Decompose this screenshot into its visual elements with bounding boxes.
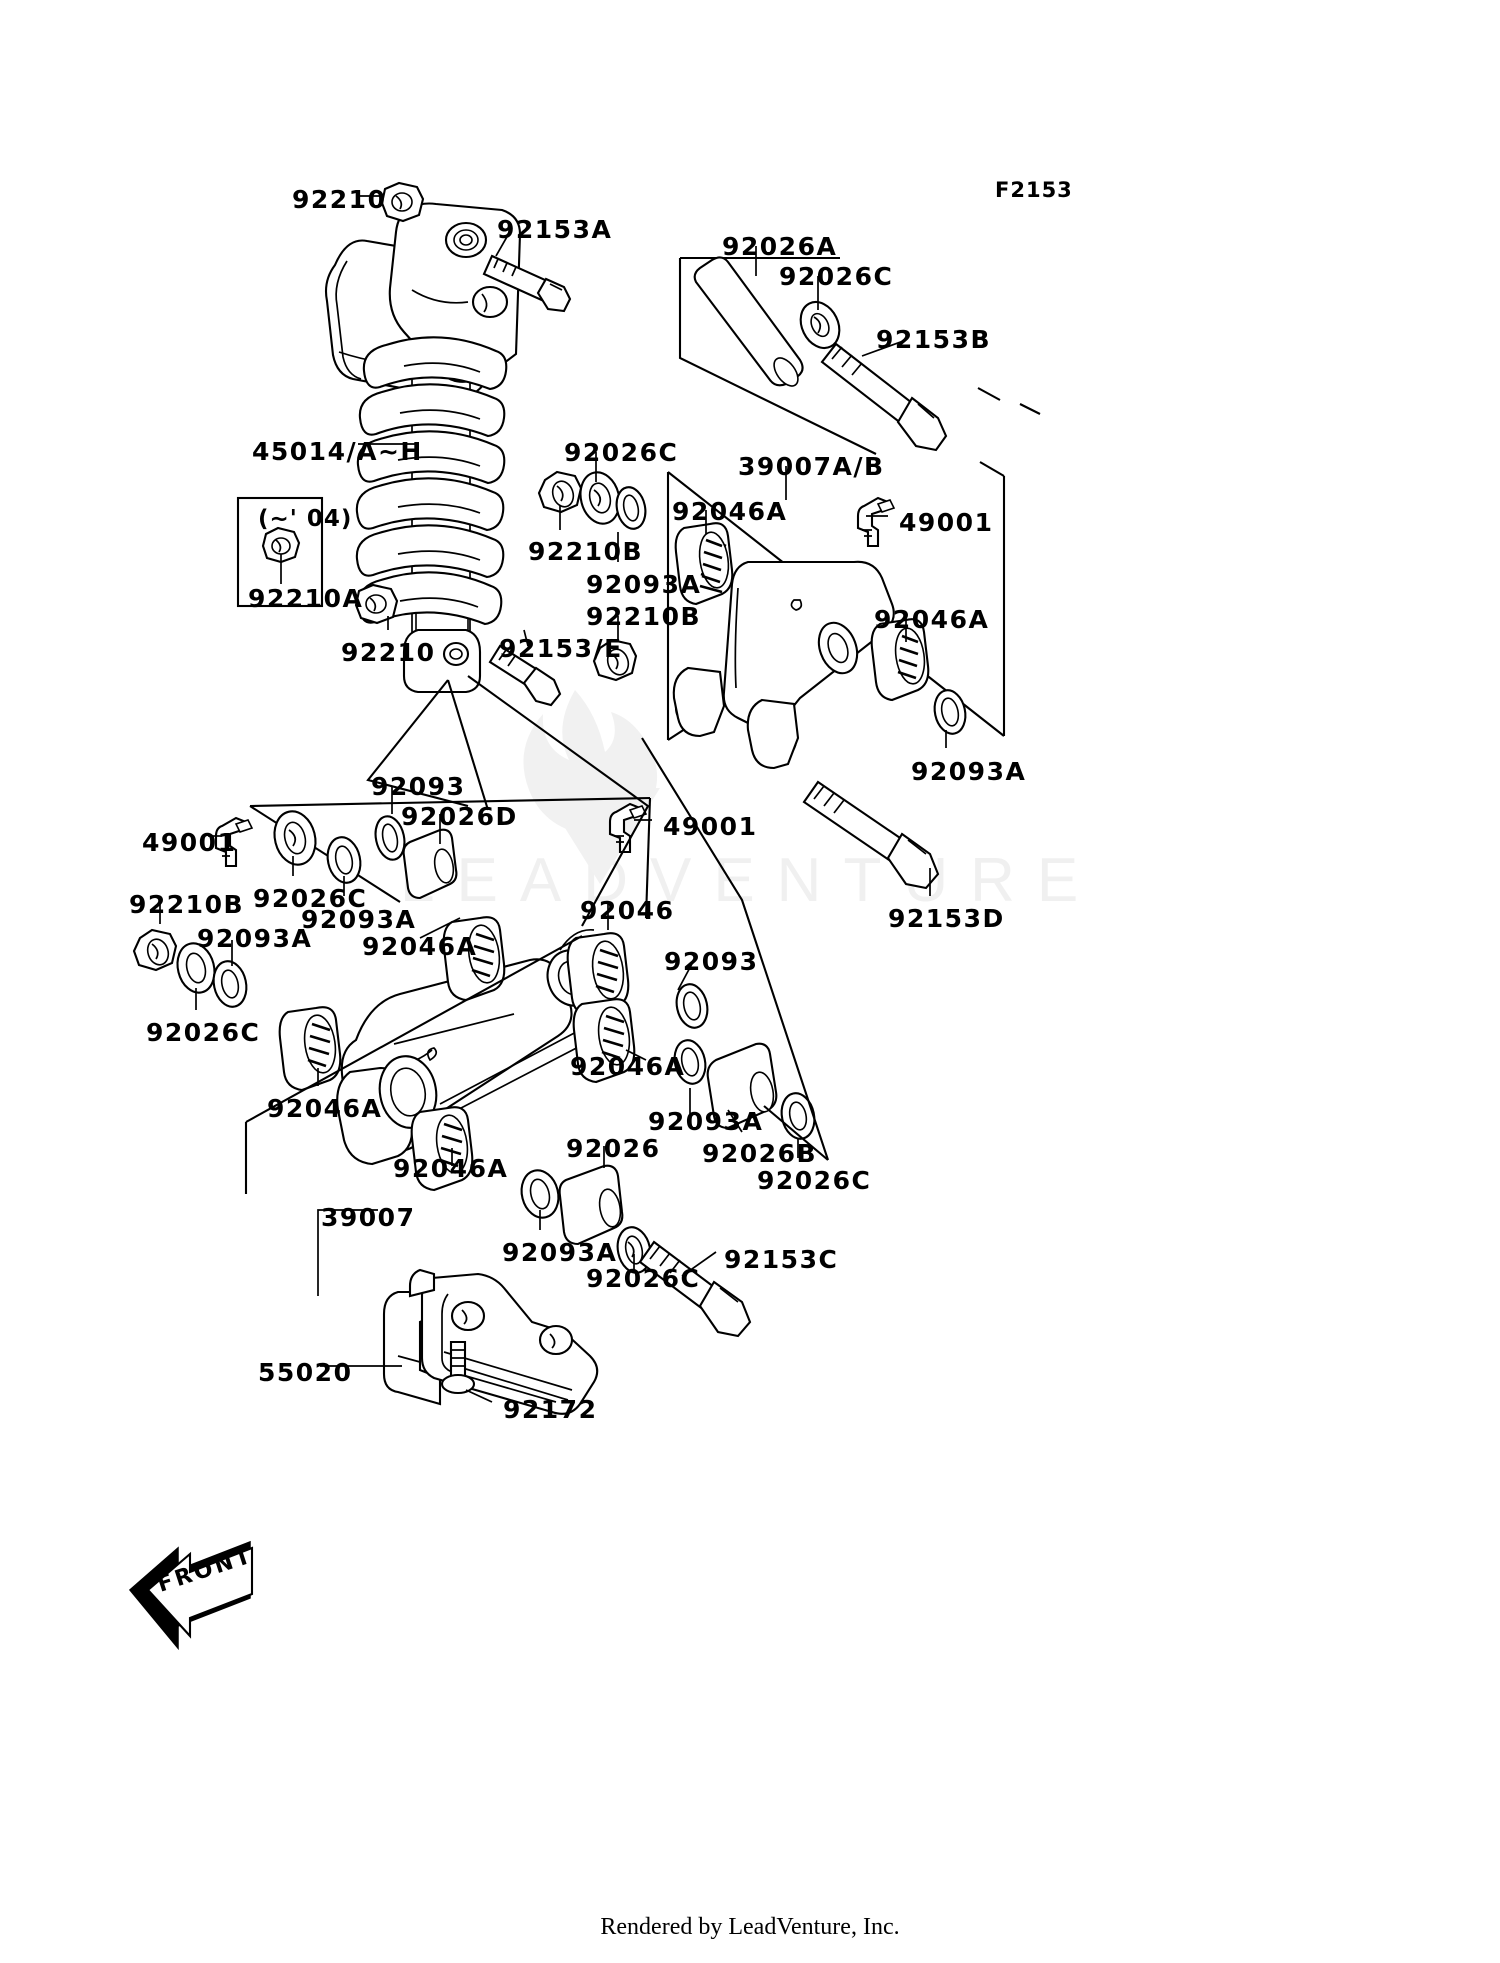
part-92026D-collar	[402, 828, 458, 900]
note-box-label: (~' 04)	[258, 506, 353, 532]
part-number-label-92172[interactable]: 92172	[503, 1395, 598, 1424]
part-92026-collar-bot	[558, 1164, 624, 1246]
part-92153C-bolt	[638, 1240, 752, 1338]
part-number-label-39007[interactable]: 39007	[321, 1203, 416, 1232]
part-92026C-washer-mid	[579, 471, 621, 525]
part-92153E-bolt	[488, 644, 562, 707]
part-number-label-92026C[interactable]: 92026C	[586, 1264, 701, 1293]
part-92172-screw	[440, 1340, 476, 1395]
group-bracket-top-right	[678, 258, 877, 455]
part-number-label-92046[interactable]: 92046	[580, 896, 675, 925]
watermark-leadventure: LEADVENTURE	[400, 846, 1101, 915]
part-number-label-45014-A-H[interactable]: 45014/A~H	[252, 437, 423, 466]
part-number-label-92026D[interactable]: 92026D	[401, 802, 518, 831]
part-92153D-bolt	[802, 780, 940, 890]
part-92093A-seal-ll	[326, 836, 362, 884]
part-number-label-49001[interactable]: 49001	[899, 508, 994, 537]
part-92046-bearing-r	[566, 932, 630, 1018]
part-92093A-seal-ll2	[176, 942, 216, 994]
part-92093A-seal-mid	[615, 486, 647, 530]
part-92046A-bearing-lrk	[442, 916, 506, 1002]
footer-credit: Rendered by LeadVenture, Inc.	[600, 1914, 900, 1940]
part-92210B-nut-ll	[132, 928, 178, 972]
part-92093-seal-r	[675, 983, 709, 1029]
part-number-label-92026C[interactable]: 92026C	[146, 1018, 261, 1047]
part-92210-top-nut	[380, 181, 425, 223]
part-number-label-92046A[interactable]: 92046A	[570, 1052, 686, 1081]
part-92026A-collar	[693, 256, 804, 387]
part-92093-seal-lower	[374, 815, 406, 861]
part-number-label-92210[interactable]: 92210	[292, 185, 387, 214]
part-number-label-92026[interactable]: 92026	[566, 1134, 661, 1163]
part-92093A-seal-bot	[520, 1169, 560, 1219]
part-92046A-bearing-lrk2	[278, 1006, 342, 1092]
part-number-label-92093[interactable]: 92093	[371, 772, 466, 801]
part-number-label-49001[interactable]: 49001	[142, 828, 237, 857]
part-92153A-bolt	[482, 254, 572, 313]
part-number-label-92046A[interactable]: 92046A	[267, 1094, 383, 1123]
part-number-label-92093[interactable]: 92093	[664, 947, 759, 976]
part-number-label-92026B[interactable]: 92026B	[702, 1139, 818, 1168]
part-number-label-92026C[interactable]: 92026C	[779, 262, 894, 291]
part-number-label-92210B[interactable]: 92210B	[586, 602, 702, 631]
part-number-label-92093A[interactable]: 92093A	[648, 1107, 764, 1136]
part-92210A-nut	[261, 526, 301, 564]
part-number-label-92153A[interactable]: 92153A	[497, 215, 613, 244]
part-number-label-92210[interactable]: 92210	[341, 638, 436, 667]
part-number-label-92026C[interactable]: 92026C	[564, 438, 679, 467]
part-92153B-bolt	[820, 342, 948, 452]
part-92026B-collar	[706, 1042, 778, 1130]
part-number-label-92210A[interactable]: 92210A	[248, 584, 364, 613]
part-number-label-92093A[interactable]: 92093A	[502, 1238, 618, 1267]
leader-lines	[159, 195, 947, 1403]
part-49001-grease-fitting-left	[214, 816, 254, 868]
part-number-label-92093A[interactable]: 92093A	[301, 905, 417, 934]
part-92210-lower-nut	[354, 583, 399, 625]
part-number-label-92093A[interactable]: 92093A	[586, 570, 702, 599]
part-92026C-washer-top	[799, 300, 841, 350]
watermark-flame-icon	[523, 690, 660, 884]
part-number-label-92153C[interactable]: 92153C	[724, 1245, 839, 1274]
part-number-label-92153D[interactable]: 92153D	[888, 904, 1005, 933]
part-number-label-39007A-B[interactable]: 39007A/B	[738, 452, 885, 481]
part-92026C-washer-ll2	[212, 960, 248, 1008]
part-92046A-bearing-r2	[572, 998, 636, 1084]
part-number-label-92046A[interactable]: 92046A	[672, 497, 788, 526]
part-92046A-bearing-ul	[674, 522, 734, 606]
part-92046A-bearing-lrk3	[410, 1106, 474, 1192]
part-49001-grease-fitting-upper	[856, 496, 896, 548]
group-bracket-right-big	[641, 737, 829, 1161]
part-92210B-nut-mid2	[592, 638, 638, 682]
part-number-label-92153-E[interactable]: 92153/E	[499, 634, 623, 663]
part-92093A-seal-r2	[673, 1039, 707, 1085]
part-number-label-92026A[interactable]: 92026A	[722, 232, 838, 261]
part-number-label-92026C[interactable]: 92026C	[757, 1166, 872, 1195]
part-number-label-92046A[interactable]: 92046A	[393, 1154, 509, 1183]
part-92046A-bearing-ur	[870, 618, 930, 702]
front-arrow-marker	[128, 1540, 254, 1651]
part-number-label-92093A[interactable]: 92093A	[197, 924, 313, 953]
part-number-label-92046A[interactable]: 92046A	[362, 932, 478, 961]
part-39007AB-rocker-arm	[672, 560, 895, 770]
part-number-label-49001[interactable]: 49001	[663, 812, 758, 841]
note-box-frame	[236, 496, 324, 608]
part-number-label-92210B[interactable]: 92210B	[129, 890, 245, 919]
diagram-id: F2153	[995, 178, 1073, 202]
part-92210B-nut-mid	[537, 470, 583, 514]
part-number-label-92026C[interactable]: 92026C	[253, 884, 368, 913]
part-number-label-55020[interactable]: 55020	[258, 1358, 353, 1387]
part-92026C-washer-ll	[273, 810, 317, 866]
part-number-label-92153B[interactable]: 92153B	[876, 325, 992, 354]
part-92093A-seal-ur	[933, 689, 967, 735]
part-number-label-92046A[interactable]: 92046A	[874, 605, 990, 634]
group-bracket-shock-lower	[366, 679, 469, 808]
part-55020-guard	[382, 1268, 599, 1415]
part-number-label-92093A[interactable]: 92093A	[911, 757, 1027, 786]
part-number-label-92210B[interactable]: 92210B	[528, 537, 644, 566]
shock-bottom-clevis	[402, 628, 482, 694]
group-bracket-cross	[467, 675, 650, 927]
